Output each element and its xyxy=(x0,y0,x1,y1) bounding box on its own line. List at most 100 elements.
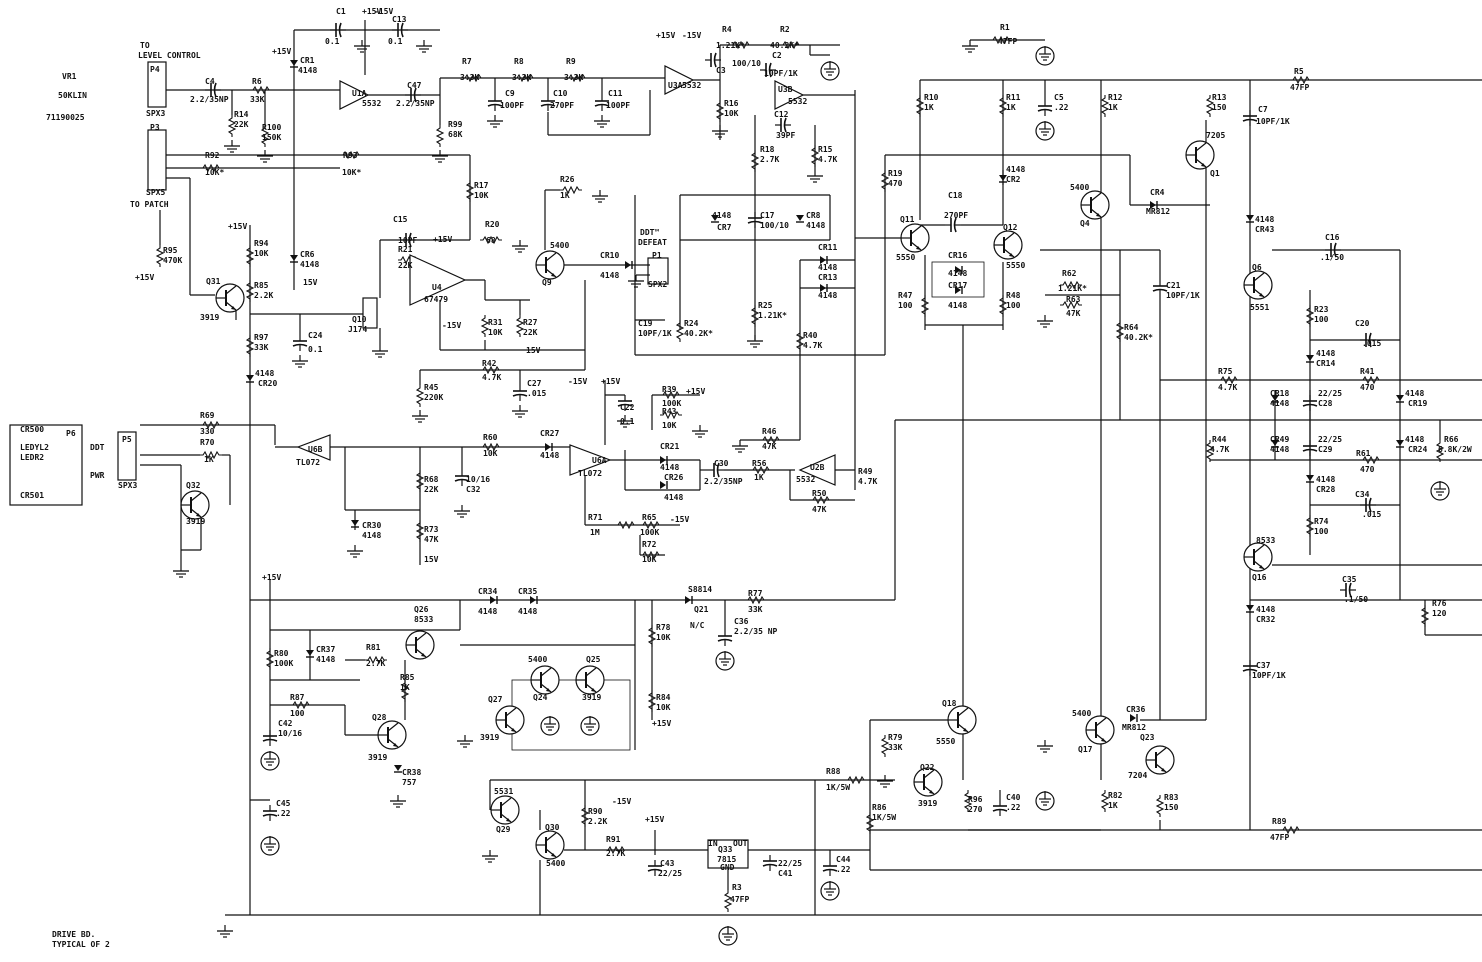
label: CR35 xyxy=(518,587,537,596)
label: 40.2K* xyxy=(684,329,713,338)
label: 2.2/35 NP xyxy=(734,627,778,636)
label: 5400 xyxy=(528,655,547,664)
label: +15V xyxy=(601,377,620,386)
label: SPX2 xyxy=(648,280,667,289)
label: 220K xyxy=(424,393,443,402)
label: -15V xyxy=(568,377,587,386)
label: 47K xyxy=(762,442,777,451)
label: R63 xyxy=(1066,295,1081,304)
label: 47K xyxy=(812,505,827,514)
label: C37 xyxy=(1256,661,1271,670)
label: 4148 xyxy=(948,301,967,310)
label: 1K xyxy=(1006,103,1016,112)
label: .1/50 xyxy=(1320,253,1344,262)
label: 3919 xyxy=(200,313,219,322)
label: 68 xyxy=(486,236,496,245)
label: +15V xyxy=(656,31,675,40)
label: R66 xyxy=(1444,435,1459,444)
label: N/C xyxy=(690,621,705,630)
label: 100 xyxy=(898,301,913,310)
label: C42 xyxy=(278,719,293,728)
label: Q1 xyxy=(1210,169,1220,178)
label: 2.7K xyxy=(366,659,385,668)
label: 2.2K xyxy=(588,817,607,826)
label: 1K xyxy=(754,473,764,482)
label: 4148 xyxy=(712,211,731,220)
label: 4148 xyxy=(1270,445,1289,454)
label: .015 xyxy=(1362,510,1381,519)
label: R71 xyxy=(588,513,603,522)
label: 5531 xyxy=(494,787,513,796)
label: R85 xyxy=(400,673,415,682)
label: Q29 xyxy=(496,825,511,834)
label: Q12 xyxy=(1003,223,1018,232)
label: 120 xyxy=(1432,609,1447,618)
label: PWR xyxy=(90,471,105,480)
label: 757 xyxy=(402,778,417,787)
label: Q33 xyxy=(718,845,733,854)
label: +15V xyxy=(433,235,452,244)
label: R95 xyxy=(163,246,178,255)
label: R13 xyxy=(1212,93,1227,102)
label: 50KLIN xyxy=(58,91,87,100)
label: C40 xyxy=(1006,793,1021,802)
label: 47FP xyxy=(1270,833,1289,842)
label: U6A xyxy=(592,456,607,465)
label: 1K/5W xyxy=(872,813,896,822)
bias-and-protection-section xyxy=(216,420,1482,946)
label: 4148 xyxy=(255,369,274,378)
label: Q31 xyxy=(206,277,221,286)
label: 100K xyxy=(662,399,681,408)
label: GND xyxy=(720,863,735,872)
label: 47K xyxy=(1066,309,1081,318)
label: Q21 xyxy=(694,605,709,614)
label: R18 xyxy=(760,145,775,154)
sheet-note: DRIVE BD. TYPICAL OF 2 xyxy=(52,930,110,950)
label: CR36 xyxy=(1126,705,1145,714)
label: LEDR2 xyxy=(20,453,44,462)
label: Q25 xyxy=(586,655,601,664)
label: 2.7K xyxy=(606,849,625,858)
label: C36 xyxy=(734,617,749,626)
label: .015 xyxy=(1362,339,1381,348)
label: +15V xyxy=(362,7,381,16)
label: R49 xyxy=(858,467,873,476)
label: R6 xyxy=(252,77,262,86)
label: 0.1 xyxy=(620,417,635,426)
label: CR26 xyxy=(664,473,683,482)
label: 22K xyxy=(398,261,413,270)
label: R96 xyxy=(968,795,983,804)
label: CR8 xyxy=(806,211,821,220)
sheet-note-line1: DRIVE BD. xyxy=(52,930,96,939)
label: 270 xyxy=(968,805,983,814)
label: 40.2K* xyxy=(770,41,799,50)
label: .22 xyxy=(1006,803,1021,812)
label: R19 xyxy=(888,169,903,178)
label: MR812 xyxy=(1122,723,1146,732)
label: R50 xyxy=(812,489,827,498)
label: 4.7K xyxy=(818,155,837,164)
label: 10K xyxy=(254,249,269,258)
label: R15 xyxy=(818,145,833,154)
label: R16 xyxy=(724,99,739,108)
label: 39PF xyxy=(776,131,795,140)
label: R80 xyxy=(274,649,289,658)
label: Q23 xyxy=(1140,733,1155,742)
label: TO xyxy=(140,41,150,50)
label: C16 xyxy=(1325,233,1340,242)
label: 270PF xyxy=(944,211,968,220)
label: 22K xyxy=(234,120,249,129)
label: DEFEAT xyxy=(638,238,667,247)
label: R87 xyxy=(290,693,305,702)
label: 10K* xyxy=(205,168,224,177)
label: Q4 xyxy=(1080,219,1090,228)
label: R88 xyxy=(826,767,841,776)
label: 270PF xyxy=(550,101,574,110)
label: .1/50 xyxy=(1344,595,1368,604)
label: 3.3K xyxy=(564,73,583,82)
label: R24 xyxy=(684,319,699,328)
label: 4.7K xyxy=(803,341,822,350)
label: R42 xyxy=(482,359,497,368)
label: 3919 xyxy=(582,693,601,702)
label: OUT xyxy=(733,839,748,848)
